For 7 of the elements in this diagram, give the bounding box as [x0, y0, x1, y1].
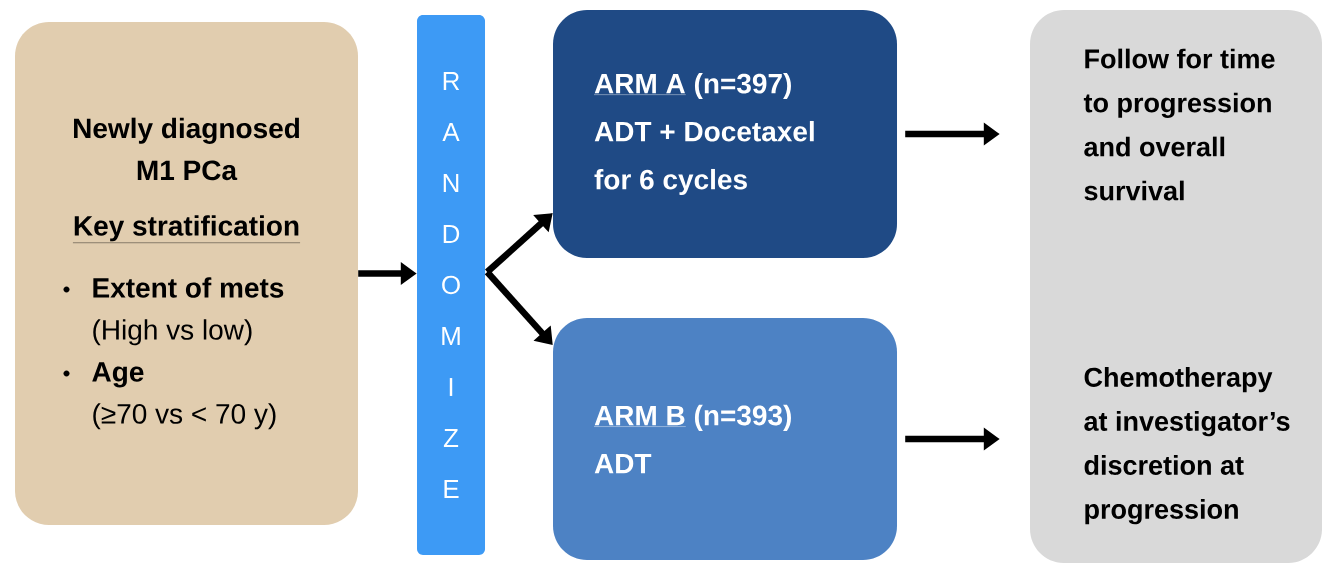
arrow	[485, 213, 553, 275]
randomize-bar: RANDOMIZE	[417, 15, 485, 555]
arrow	[484, 269, 553, 345]
outcome-box: Follow for time to progression and overall survival Chemotherapy at investigator’s discretion at progression	[1030, 10, 1322, 563]
criteria-box: Newly diagnosed M1 PCa Key stratification Extent of mets (High vs low) Age (≥70 vs < 70 y)	[15, 22, 358, 525]
arm-box: ARM A (n=397) ADT + Docetaxel for 6 cycles	[553, 10, 897, 258]
arm-box: ARM B (n=393) ADT	[553, 318, 897, 560]
